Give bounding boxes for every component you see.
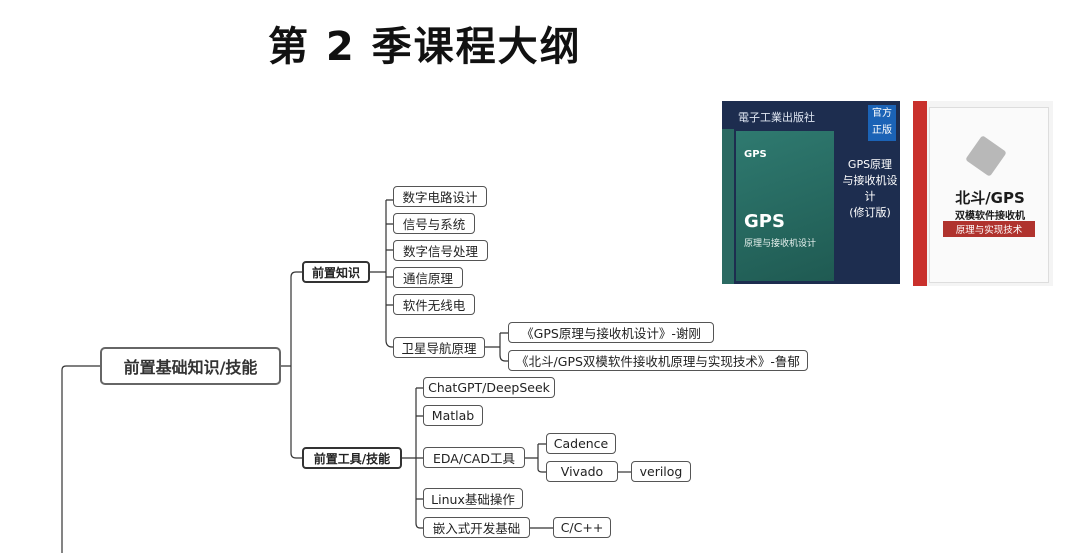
book-spine — [722, 129, 734, 284]
connector-root-trunk — [61, 365, 100, 553]
book-reference[interactable]: 《GPS原理与接收机设计》-谢刚 — [508, 322, 714, 343]
tool-item[interactable]: EDA/CAD工具 — [423, 447, 525, 468]
knowledge-item[interactable]: 数字电路设计 — [393, 186, 487, 207]
cover-gps-small: GPS — [744, 149, 767, 160]
eda-item-vivado[interactable]: Vivado — [546, 461, 618, 482]
tool-item[interactable]: Linux基础操作 — [423, 488, 523, 509]
connector-satnav-books — [485, 332, 508, 362]
book-reference[interactable]: 《北斗/GPS双模软件接收机原理与实现技术》-鲁郁 — [508, 350, 808, 371]
cover-title: 北斗/GPS — [955, 189, 1025, 207]
knowledge-item[interactable]: 信号与系统 — [393, 213, 475, 234]
eda-item-cadence[interactable]: Cadence — [546, 433, 616, 454]
branch-tools[interactable]: 前置工具/技能 — [302, 447, 402, 469]
branch-knowledge[interactable]: 前置知识 — [302, 261, 370, 283]
connector-knowledge-items — [370, 199, 393, 348]
cover-subtitle: 原理与接收机设计 — [744, 239, 817, 249]
cover-subtitle: 双模软件接收机 — [955, 211, 1025, 222]
vivado-child-verilog[interactable]: verilog — [631, 461, 691, 482]
knowledge-item[interactable]: 卫星导航原理 — [393, 337, 485, 358]
connector-tool-items — [402, 387, 423, 529]
publisher-logo: 電子工業出版社 — [738, 111, 815, 124]
cover-band: 原理与实现技术 — [943, 221, 1035, 237]
cover-gps-big: GPS — [744, 211, 785, 232]
book-front — [929, 107, 1049, 283]
root-node[interactable]: 前置基础知识/技能 — [100, 347, 281, 385]
book-spine — [913, 101, 927, 286]
knowledge-item[interactable]: 软件无线电 — [393, 294, 475, 315]
connector-root-branches — [281, 271, 302, 459]
book-front — [736, 131, 834, 281]
knowledge-item[interactable]: 通信原理 — [393, 267, 463, 288]
tool-item[interactable]: 嵌入式开发基础 — [423, 517, 530, 538]
beidou-book-cover-image: 北斗/GPS 双模软件接收机 原理与实现技术 — [913, 101, 1053, 286]
page-title: 第 2 季课程大纲 — [268, 24, 582, 70]
cover-right-title: GPS原理 与接收机设计 (修订版) — [842, 158, 898, 219]
official-badge: 官方 正版 — [868, 105, 896, 141]
knowledge-item[interactable]: 数字信号处理 — [393, 240, 488, 261]
tool-item[interactable]: ChatGPT/DeepSeek — [423, 377, 555, 398]
embedded-child-c[interactable]: C/C++ — [553, 517, 611, 538]
gps-book-cover-image: 電子工業出版社 官方 正版 GPS GPS 原理与接收机设计 GPS原理 与接收… — [722, 101, 900, 284]
connector-eda-items — [525, 443, 546, 473]
tool-item[interactable]: Matlab — [423, 405, 483, 426]
